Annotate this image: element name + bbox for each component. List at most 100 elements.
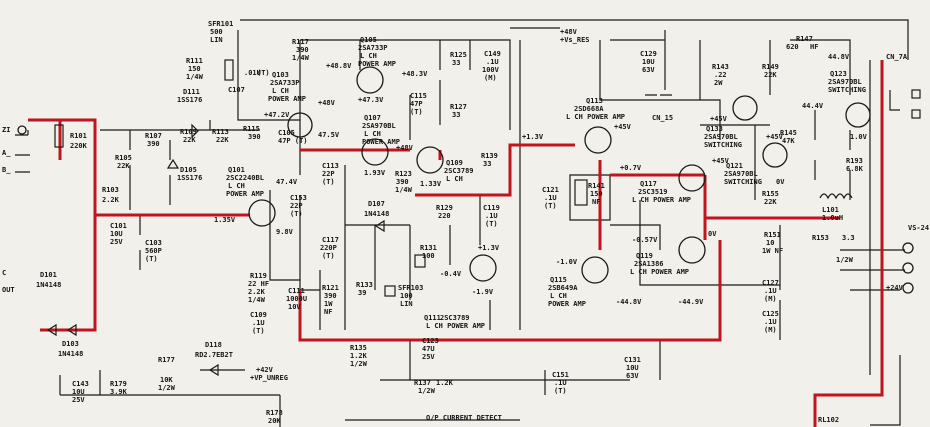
schematic-label: 2.2K: [248, 288, 266, 296]
schematic-label: R129: [436, 204, 453, 212]
schematic-label: 44.8V: [828, 53, 850, 61]
schematic-label: 22K: [216, 136, 229, 144]
schematic-label: 2SA970BL: [828, 78, 862, 86]
schematic-label: 220P: [320, 244, 337, 252]
schematic-label: 560P: [145, 247, 162, 255]
schematic-label: 2.2K: [102, 196, 120, 204]
schematic-label: R155: [762, 190, 779, 198]
schematic-label: +47.3V: [358, 96, 384, 104]
schematic-label: 1/2W: [836, 256, 854, 264]
schematic-label: SWITCHING: [724, 178, 762, 186]
schematic-label: C151: [552, 371, 569, 379]
schematic-label: 1SS176: [177, 174, 202, 182]
schematic-label: R127: [450, 103, 467, 111]
schematic-label: Q117: [640, 180, 657, 188]
schematic-label: C115: [410, 92, 427, 100]
schematic-label: 47K: [782, 137, 795, 145]
schematic-label: 10U: [642, 58, 655, 66]
schematic-label: POWER AMP: [268, 95, 306, 103]
schematic-label: R137: [414, 379, 431, 387]
schematic-label: O/P CURRENT DETECT: [426, 414, 502, 422]
schematic-label: 1.35V: [214, 216, 236, 224]
schematic-label: 2SA733P: [358, 44, 388, 52]
schematic-label: R131: [420, 244, 437, 252]
schematic-label: 1/4W: [186, 73, 204, 81]
schematic-label: .1U: [764, 287, 777, 295]
schematic-label: C123: [422, 337, 439, 345]
schematic-label: D111: [183, 88, 200, 96]
schematic-label: C129: [640, 50, 657, 58]
schematic-label: R133: [356, 281, 373, 289]
schematic-label: L CH: [272, 87, 289, 95]
schematic-label: 47P: [410, 100, 423, 108]
schematic-label: Q103: [272, 71, 289, 79]
schematic-label: +45V: [766, 133, 784, 141]
schematic-label: Q119: [636, 252, 653, 260]
schematic-label: 0V: [708, 230, 717, 238]
schematic-label: 1000U: [286, 295, 307, 303]
schematic-label: 25V: [72, 396, 85, 404]
schematic-label: 1N4148: [58, 350, 83, 358]
schematic-label: -0.57V: [632, 236, 658, 244]
schematic-label: C: [2, 269, 6, 277]
schematic-label: 100: [422, 252, 435, 260]
schematic-label: 1.0V: [850, 133, 868, 141]
schematic-label: (T): [252, 327, 265, 335]
schematic-label: Q121: [726, 162, 743, 170]
schematic-label: POWER AMP: [548, 300, 586, 308]
schematic-label: L CH POWER AMP: [566, 113, 625, 121]
schematic-label: 10K: [160, 376, 173, 384]
schematic-label: (T): [257, 69, 270, 77]
schematic-label: 22K: [764, 71, 777, 79]
schematic-label: R153: [812, 234, 829, 242]
schematic-label: C113: [322, 162, 339, 170]
schematic-label: R177: [158, 356, 175, 364]
schematic-label: R145: [780, 129, 797, 137]
schematic-label: L CH POWER AMP: [426, 322, 485, 330]
schematic-label: 390: [324, 292, 337, 300]
schematic-label: NF: [324, 308, 332, 316]
passive-symbols: [17, 59, 921, 377]
schematic-label: +45V: [614, 123, 632, 131]
schematic-label: 2SA970BL: [704, 133, 738, 141]
schematic-label: 47U: [422, 345, 435, 353]
schematic-label: D103: [62, 340, 79, 348]
schematic-label: C107: [228, 86, 245, 94]
schematic-label: POWER AMP: [226, 190, 264, 198]
schematic-label: 63V: [626, 372, 639, 380]
schematic-label: Q109: [446, 159, 463, 167]
schematic-label: (T): [410, 108, 423, 116]
schematic-label: POWER AMP: [358, 60, 396, 68]
schematic-label: R111: [186, 57, 203, 65]
schematic-label: R103: [102, 186, 119, 194]
schematic-label: SFR101: [208, 20, 233, 28]
schematic-label: C103: [145, 239, 162, 247]
schematic-label: 9.8V: [276, 228, 294, 236]
schematic-label: POWER AMP: [362, 138, 400, 146]
schematic-label: 22P: [290, 202, 303, 210]
schematic-label: R117: [292, 38, 309, 46]
schematic-label: 390: [396, 178, 409, 186]
schematic-label: Q115: [550, 276, 567, 284]
schematic-label: R101: [70, 132, 87, 140]
schematic-label: 390: [147, 140, 160, 148]
schematic-label: 1/2W: [418, 387, 436, 395]
schematic-label: L CH: [446, 175, 463, 183]
schematic-label: 25V: [422, 353, 435, 361]
schematic-label: 2SC3519: [638, 188, 668, 196]
schematic-label: Q101: [228, 166, 245, 174]
schematic-label: +48V: [560, 28, 578, 36]
schematic-label: 150: [590, 190, 603, 198]
schematic-label: 39: [358, 289, 366, 297]
schematic-label: .1U: [486, 58, 499, 66]
schematic-label: 2SB649A: [548, 284, 578, 292]
schematic-label: .01U: [244, 69, 261, 77]
schematic-label: L CH: [360, 52, 377, 60]
schematic-label: +45V: [710, 115, 728, 123]
schematic-label: A_: [2, 149, 11, 157]
schematic-label: C131: [624, 356, 641, 364]
schematic-label: .22: [714, 71, 727, 79]
schematic-label: C117: [322, 236, 339, 244]
schematic-label: LIN: [210, 36, 223, 44]
schematic-label: +48.8V: [326, 62, 352, 70]
